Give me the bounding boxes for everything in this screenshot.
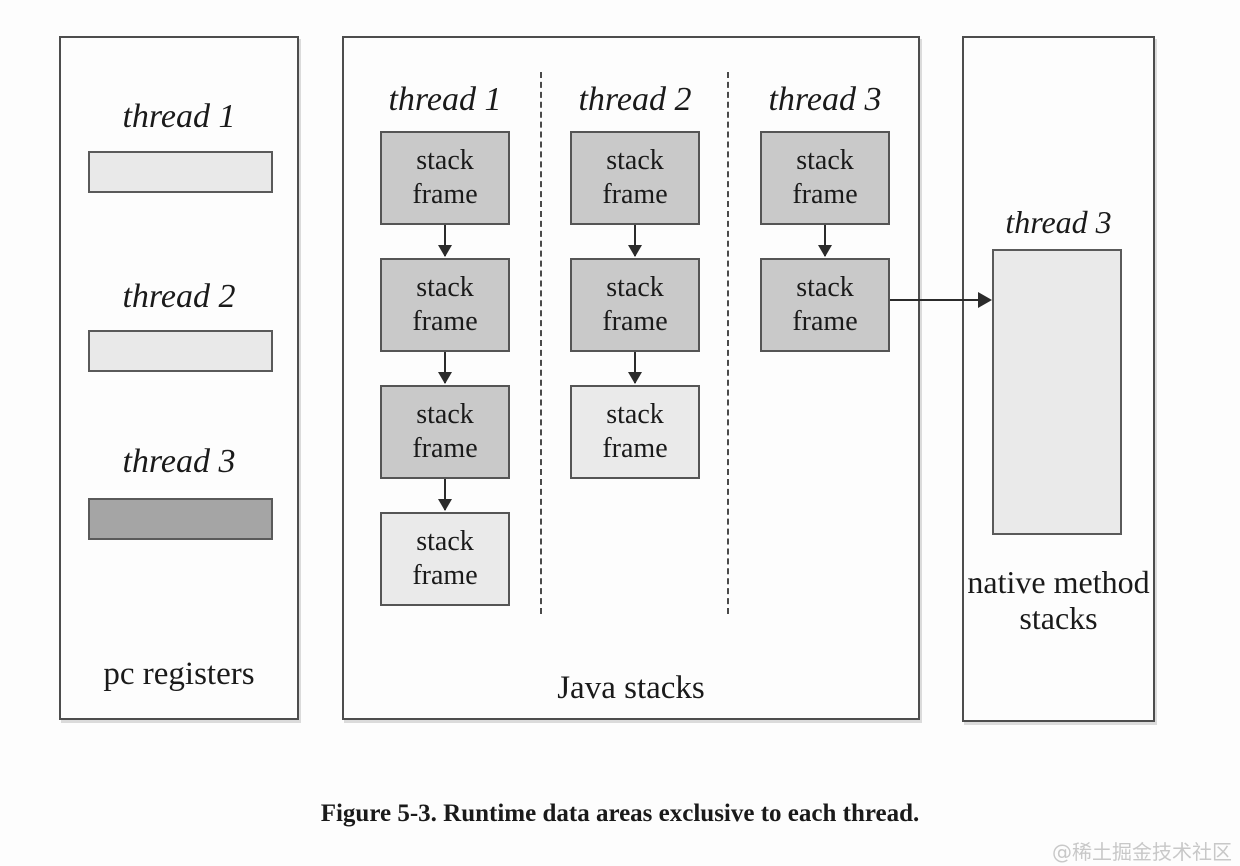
stack-frame-t2-1: stack frame: [570, 131, 700, 225]
down-arrow-t1-2: [438, 352, 452, 384]
stack-frame-t3-1: stack frame: [760, 131, 890, 225]
pc-thread-1-label: thread 1: [122, 98, 236, 135]
stack-frame-t2-3: stack frame: [570, 385, 700, 479]
watermark-text: @稀土掘金技术社区: [1052, 840, 1232, 864]
stack-frame-t1-1: stack frame: [380, 131, 510, 225]
stack-frame-t2-2: stack frame: [570, 258, 700, 352]
down-arrow-t2-2: [628, 352, 642, 384]
down-arrow-t2-1: [628, 225, 642, 257]
pc-registers-title: pc registers: [103, 656, 255, 692]
native-method-stacks-panel: thread 3 native method stacks: [962, 36, 1155, 722]
pc-registers-panel: thread 1 thread 2 thread 3 pc registers: [59, 36, 299, 720]
native-method-stacks-title: native method stacks: [967, 564, 1150, 636]
java-stacks-panel: thread 1 thread 2 thread 3 stack frame s…: [342, 36, 920, 720]
stack-frame-t1-4: stack frame: [380, 512, 510, 606]
stack-frame-t1-3: stack frame: [380, 385, 510, 479]
native-thread-3-label: thread 3: [1005, 204, 1112, 240]
column-separator-2: [727, 72, 729, 614]
down-arrow-t3-1: [818, 225, 832, 257]
java-thread-1-label: thread 1: [388, 81, 502, 118]
native-stack-box: [992, 249, 1122, 535]
stack-frame-t1-2: stack frame: [380, 258, 510, 352]
pc-thread-3-label: thread 3: [122, 443, 236, 480]
figure-caption: Figure 5-3. Runtime data areas exclusive…: [320, 800, 920, 827]
down-arrow-t1-3: [438, 479, 452, 511]
native-call-arrow-line: [890, 299, 980, 301]
column-separator-1: [540, 72, 542, 614]
down-arrow-t1-1: [438, 225, 452, 257]
pc-register-bar-thread-2: [88, 330, 273, 372]
native-call-arrow-head: [978, 292, 992, 308]
java-thread-3-label: thread 3: [768, 81, 882, 118]
stack-frame-t3-2: stack frame: [760, 258, 890, 352]
pc-register-bar-thread-3: [88, 498, 273, 540]
java-thread-2-label: thread 2: [578, 81, 692, 118]
pc-thread-2-label: thread 2: [122, 278, 236, 315]
pc-register-bar-thread-1: [88, 151, 273, 193]
java-stacks-title: Java stacks: [557, 670, 705, 706]
